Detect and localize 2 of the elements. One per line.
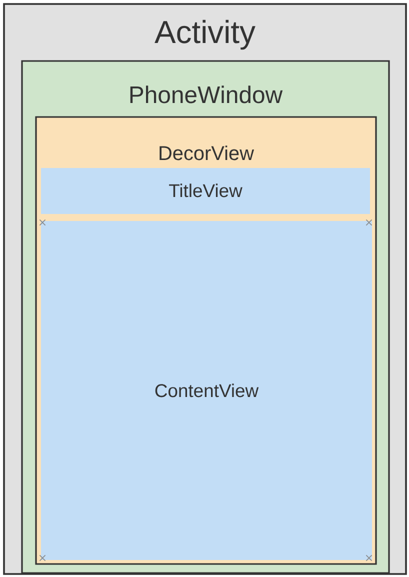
container-box: ContentView [41,221,372,560]
container-box: TitleView [41,168,370,214]
